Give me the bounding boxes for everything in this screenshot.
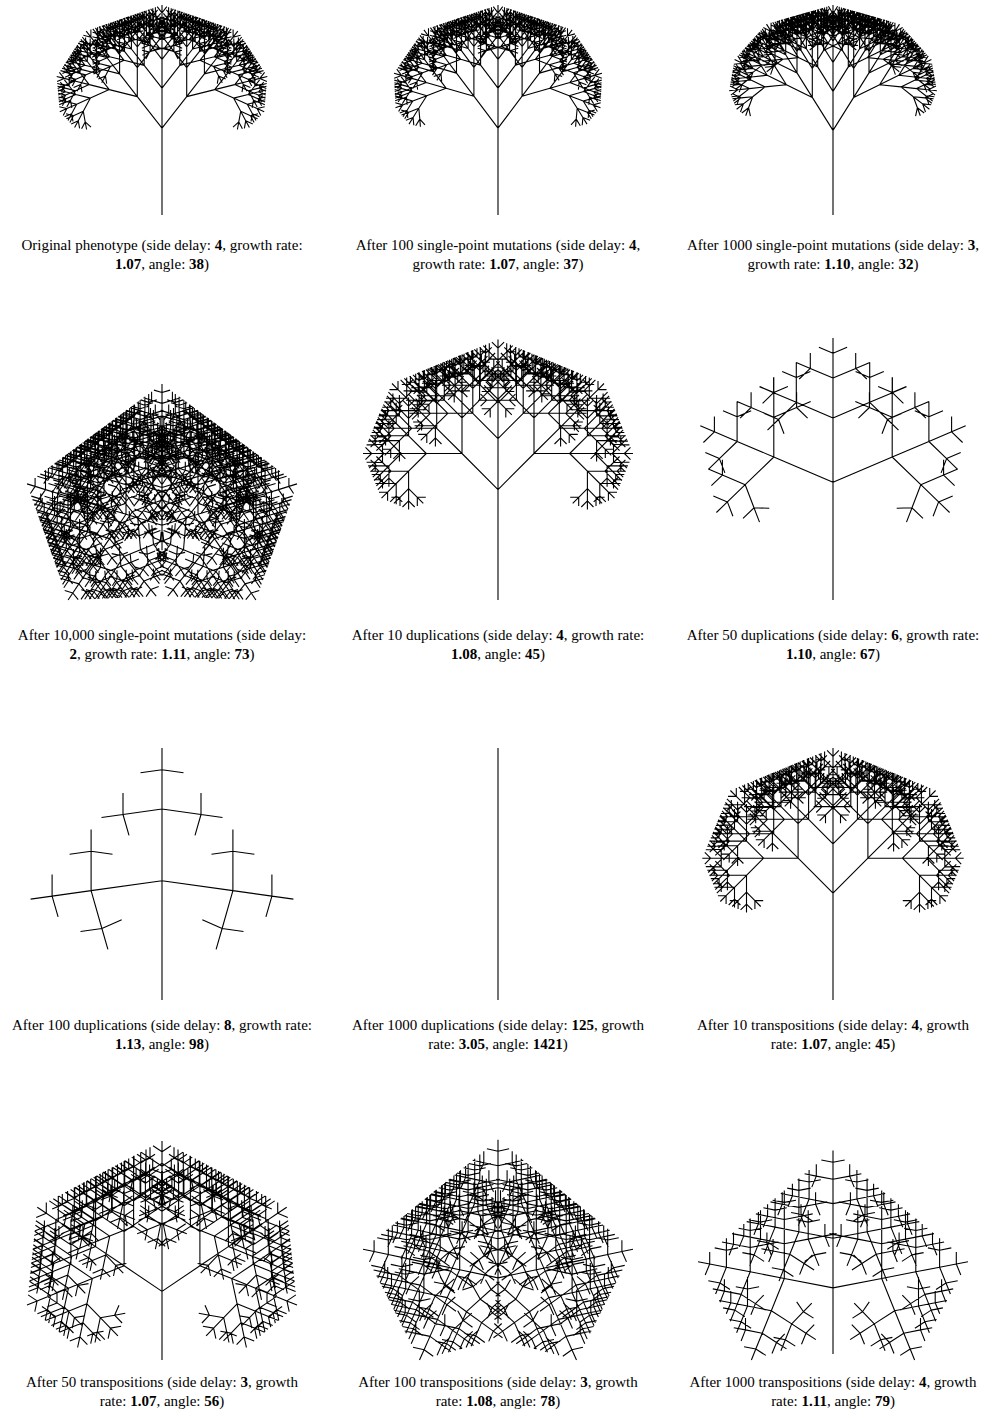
fractal-tree (700, 338, 965, 600)
caption: After 10 transpositions (side delay: 4, … (683, 1016, 983, 1054)
fractal-tree (363, 1140, 633, 1360)
fractal-tree (394, 5, 602, 215)
fractal-tree (363, 340, 633, 600)
fractal-tree (27, 1141, 297, 1360)
caption: Original phenotype (side delay: 4, growt… (12, 236, 312, 274)
caption: After 1000 single-point mutations (side … (683, 236, 983, 274)
caption: After 10 duplications (side delay: 4, gr… (348, 626, 648, 664)
caption: After 10,000 single-point mutations (sid… (12, 626, 312, 664)
caption: After 100 transpositions (side delay: 3,… (348, 1373, 648, 1411)
caption: After 100 duplications (side delay: 8, g… (12, 1016, 312, 1054)
caption: After 100 single-point mutations (side d… (348, 236, 648, 274)
fractal-tree (57, 5, 268, 215)
caption: After 50 duplications (side delay: 6, gr… (683, 626, 983, 664)
caption: After 1000 duplications (side delay: 125… (348, 1016, 648, 1054)
fractal-tree (31, 748, 294, 1000)
fractal-tree (497, 748, 498, 1000)
caption: After 50 transpositions (side delay: 3, … (12, 1373, 312, 1411)
caption: After 1000 transpositions (side delay: 4… (683, 1373, 983, 1411)
fractal-tree (27, 384, 297, 600)
fractal-tree (729, 5, 937, 215)
fractal-tree (702, 748, 963, 1000)
fractal-tree (698, 1150, 968, 1360)
